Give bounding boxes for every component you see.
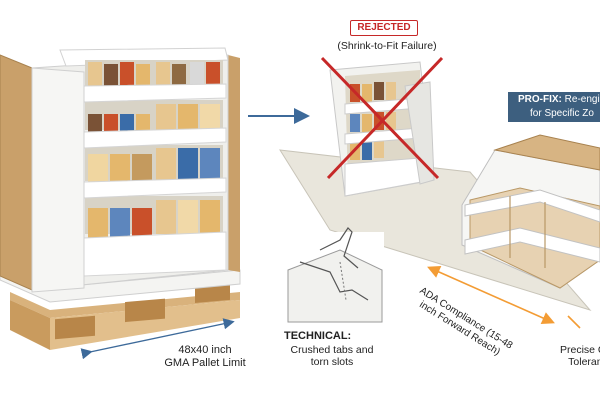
pallet-display-unit (0, 47, 241, 350)
product-boxes (88, 62, 220, 238)
technical-description: Crushed tabs and torn slots (290, 344, 374, 369)
technical-detail-inset (286, 227, 384, 324)
technical-title: TECHNICAL: (284, 330, 352, 342)
pallet-width-arrow (80, 318, 235, 360)
pallet-label-line2: GMA Pallet Limit (164, 356, 246, 369)
rejected-subtitle: (Shrink-to-Fit Failure) (337, 40, 437, 52)
pallet-label-line1: 48x40 inch (178, 344, 232, 356)
profix-line1: Re-engin (564, 94, 600, 105)
profix-title: PRO-FIX: (518, 94, 562, 105)
profix-display (461, 134, 600, 289)
rejected-badge: REJECTED (350, 20, 418, 36)
precise-tolerance-label: Precise Cali Toleranc (559, 344, 600, 369)
ada-reach-arrow (427, 266, 555, 324)
pallet-label: 48x40 inch GMA Pallet Limit (140, 344, 270, 369)
profix-callout: PRO-FIX: Re-engin for Specific Zo (508, 92, 600, 122)
reject-x-mark (320, 56, 440, 180)
profix-line2: for Specific Zo (530, 108, 594, 119)
tolerance-tick (567, 315, 581, 329)
